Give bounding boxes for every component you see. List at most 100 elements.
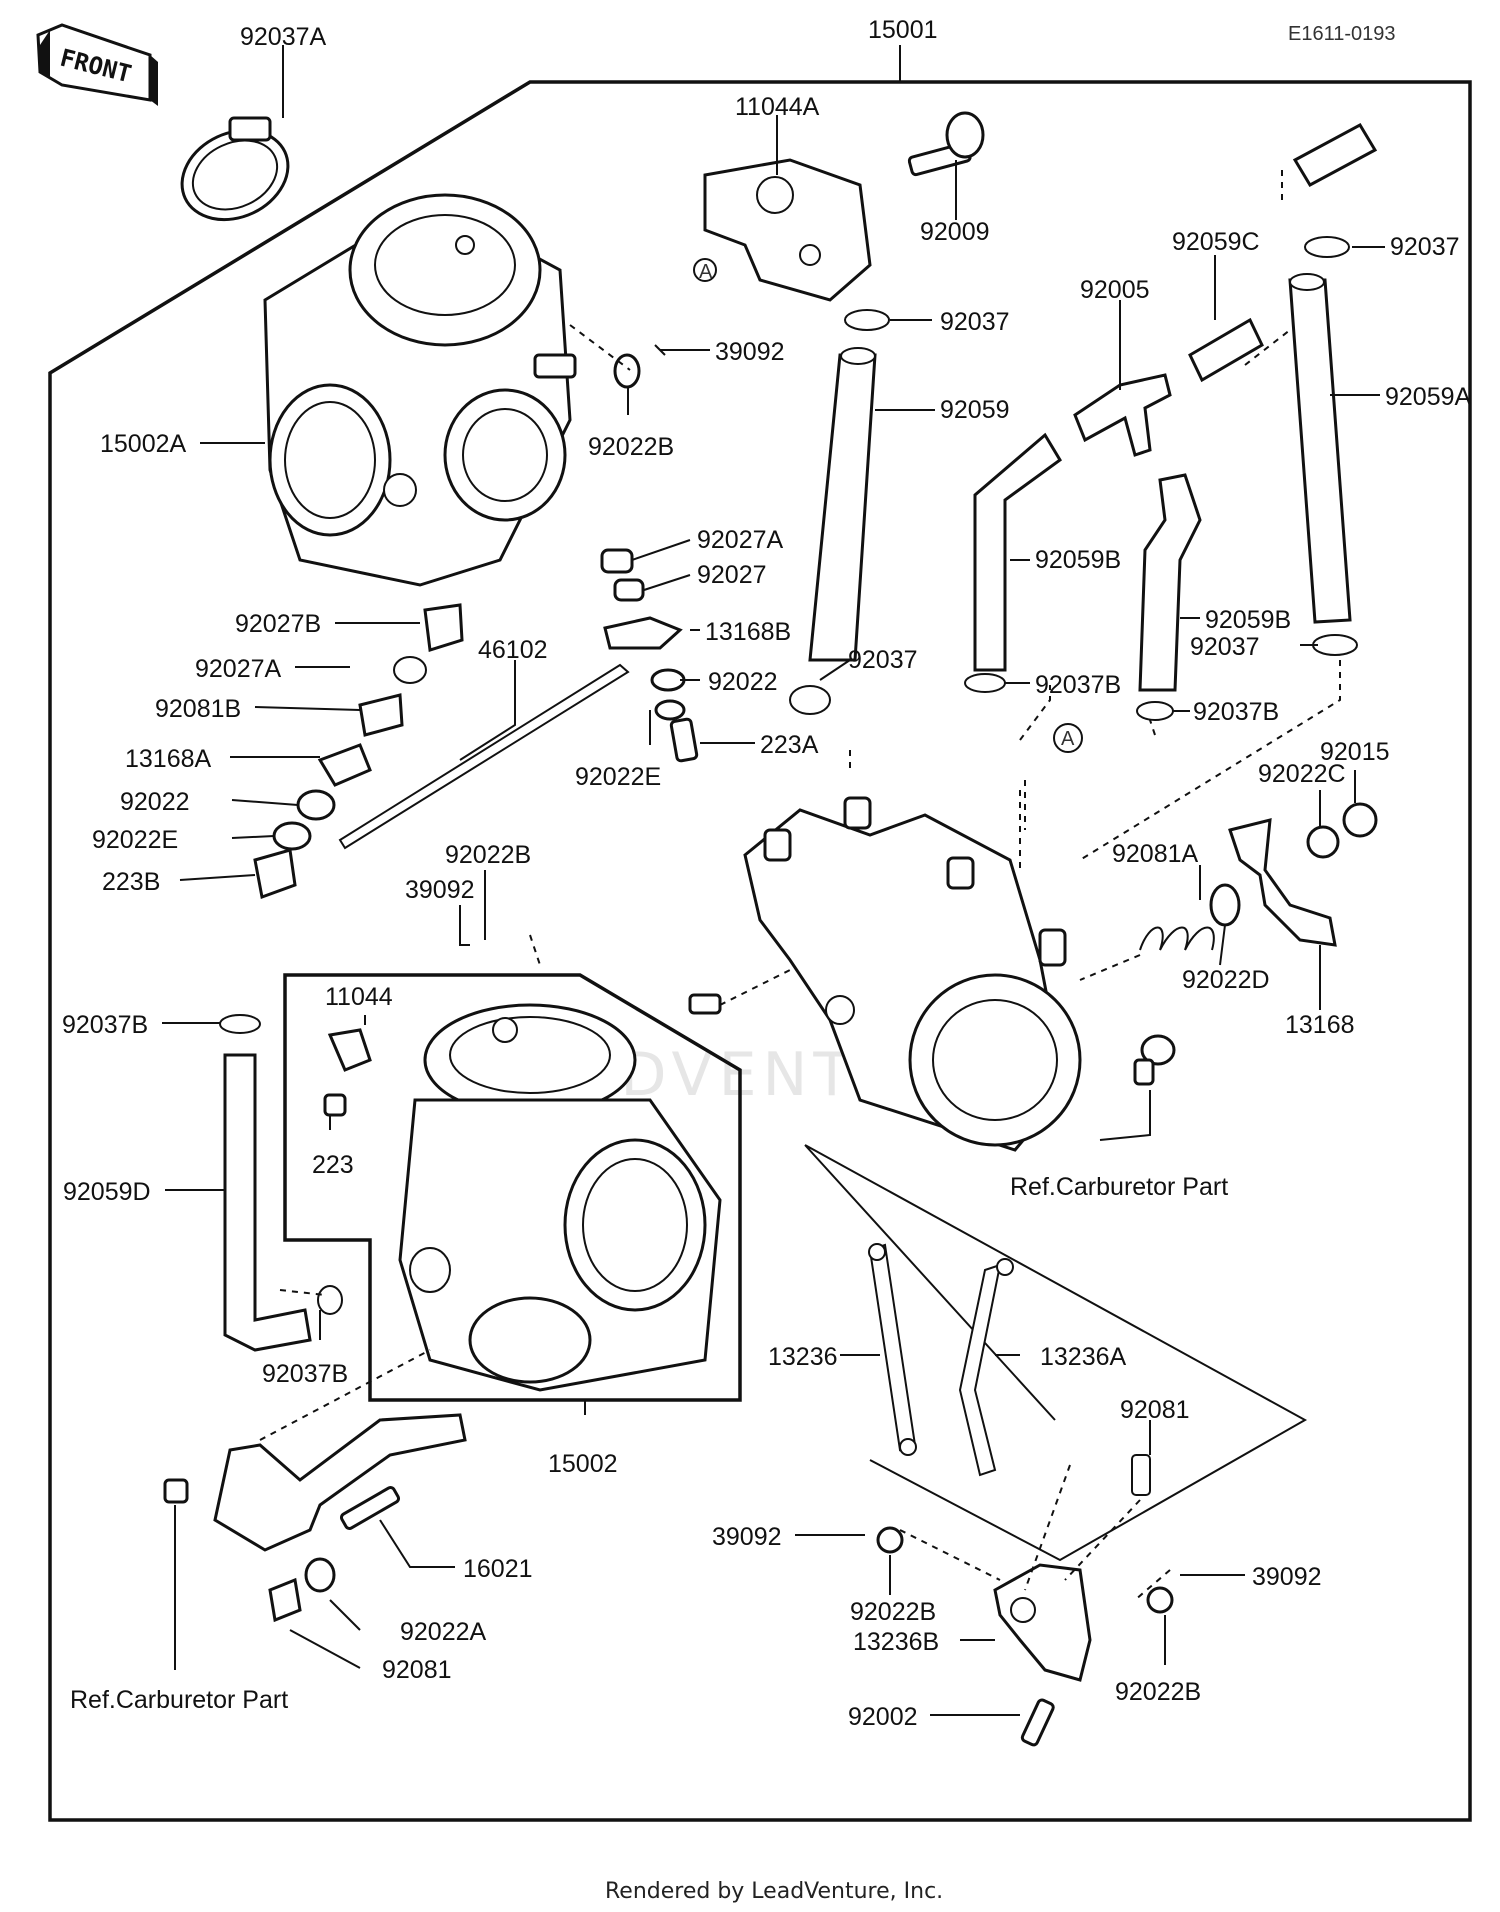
label-92027a-a: 92027A [697, 526, 784, 554]
label-92002: 92002 [848, 1703, 918, 1731]
label-92022c: 92022C [1258, 760, 1346, 788]
spring-92081 [1131, 1454, 1151, 1496]
label-92081-a: 92081 [1120, 1396, 1190, 1424]
nut-92015 [1342, 802, 1378, 838]
label-92059b-r: 92059B [1205, 606, 1291, 634]
label-92005: 92005 [1080, 276, 1150, 304]
label-11044a: 11044A [735, 93, 820, 121]
label-92022a: 92022A [400, 1618, 487, 1646]
label-39092-b: 39092 [405, 876, 475, 904]
clip-92037-mid [789, 685, 831, 715]
carburetor-15002 [323, 1003, 722, 1392]
label-92022-a: 92022 [708, 668, 778, 696]
label-92081a: 92081A [1112, 840, 1199, 868]
lever-13236b [993, 1563, 1092, 1682]
small-parts-lower-left [163, 1478, 336, 1623]
hose-92059c [1188, 317, 1264, 383]
label-16021: 16021 [463, 1555, 533, 1583]
carburetor-15002a [263, 193, 577, 587]
label-13168a: 13168A [125, 745, 212, 773]
svg-text:A: A [1061, 728, 1075, 750]
label-15002a: 15002A [100, 430, 187, 458]
spring-92081a [1139, 926, 1215, 951]
label-15002: 15002 [548, 1450, 618, 1478]
label-92027: 92027 [697, 561, 767, 589]
washer-92022b-right [1146, 1586, 1174, 1614]
part-labels: 15001 92037A 11044A 92009 92059C 92037 9… [62, 16, 1472, 1731]
label-92081-b: 92081 [382, 1656, 452, 1684]
rod-46102 [338, 663, 630, 850]
clip-92037b-2 [1136, 701, 1174, 721]
washer-92022d [1209, 883, 1241, 927]
label-92059d: 92059D [63, 1178, 151, 1206]
label-92015: 92015 [1320, 738, 1390, 766]
ref-a-circle-icon: A [1024, 723, 1083, 830]
diagram-code: E1611-0193 [1288, 23, 1396, 45]
clip-92037 [844, 309, 890, 331]
label-92037b-d: 92037B [262, 1360, 348, 1388]
bolt-center [688, 993, 722, 1015]
label-92022e-a: 92022E [575, 763, 661, 791]
clip-92037b-left [219, 1014, 261, 1034]
label-46102: 46102 [478, 636, 548, 664]
clip-92037b [964, 673, 1006, 693]
front-arrow-icon: FRONT [36, 23, 158, 106]
label-92027b: 92027B [235, 610, 321, 638]
label-92022-b: 92022 [120, 788, 190, 816]
label-92037b-a: 92037B [1035, 671, 1121, 699]
assembly-frame [48, 80, 1472, 1822]
label-13236b: 13236B [853, 1628, 939, 1656]
label-92037b-b: 92037B [1193, 698, 1279, 726]
label-92022b-b: 92022B [445, 841, 531, 869]
clip-92037-top [1304, 236, 1350, 258]
clamp-92037a [180, 116, 290, 222]
washer-92022b-left [876, 1526, 904, 1554]
bolt-right-cover [1133, 1034, 1176, 1086]
label-92037-b: 92037 [940, 308, 1010, 336]
bracket-11044a: A [693, 158, 872, 302]
linkage-plane [804, 1144, 1308, 1562]
alignment-guides [259, 170, 1341, 1601]
bolt-92002 [1020, 1698, 1055, 1747]
hose-92059b-right [1138, 473, 1202, 692]
label-92081b: 92081B [155, 695, 241, 723]
bolt-92009 [907, 111, 985, 177]
label-92009: 92009 [920, 218, 990, 246]
rendered-by-footer: Rendered by LeadVenture, Inc. [605, 1879, 943, 1904]
label-92037-top: 92037 [1390, 233, 1460, 261]
link-13236 [868, 1243, 917, 1456]
label-13168b: 13168B [705, 618, 791, 646]
clip-92037b-lower [317, 1285, 343, 1315]
hose-92059 [808, 347, 877, 662]
label-11044: 11044 [325, 983, 393, 1011]
label-13236: 13236 [768, 1343, 838, 1371]
label-92059c: 92059C [1172, 228, 1260, 256]
label-39092-a: 39092 [715, 338, 785, 366]
washer-92022c [1306, 825, 1340, 859]
label-39092-c: 39092 [712, 1523, 782, 1551]
label-15001: 15001 [868, 16, 938, 44]
leader-lines [162, 45, 1385, 1716]
lever-13168 [1228, 818, 1337, 947]
label-92022e-b: 92022E [92, 826, 178, 854]
label-92059: 92059 [940, 396, 1010, 424]
label-92022b-d: 92022B [1115, 1678, 1201, 1706]
label-92037b-c: 92037B [62, 1011, 148, 1039]
lever-16021 [213, 1413, 467, 1552]
label-92037-d: 92037 [848, 646, 918, 674]
ref-a-marker: A [699, 261, 713, 283]
label-223: 223 [312, 1151, 354, 1179]
label-92022b-a: 92022B [588, 433, 674, 461]
carburetor-subassembly-frame [283, 973, 742, 1402]
hose-92059b [973, 432, 1062, 672]
label-223b: 223B [102, 868, 160, 896]
tee-fitting-92005 [1073, 373, 1172, 457]
label-92022d: 92022D [1182, 966, 1270, 994]
label-13236a: 13236A [1040, 1343, 1127, 1371]
label-223a: 223A [760, 731, 819, 759]
label-92027a-b: 92027A [195, 655, 282, 683]
link-13236a [958, 1258, 1014, 1477]
throttle-cover [743, 796, 1082, 1152]
label-92022b-c: 92022B [850, 1598, 936, 1626]
